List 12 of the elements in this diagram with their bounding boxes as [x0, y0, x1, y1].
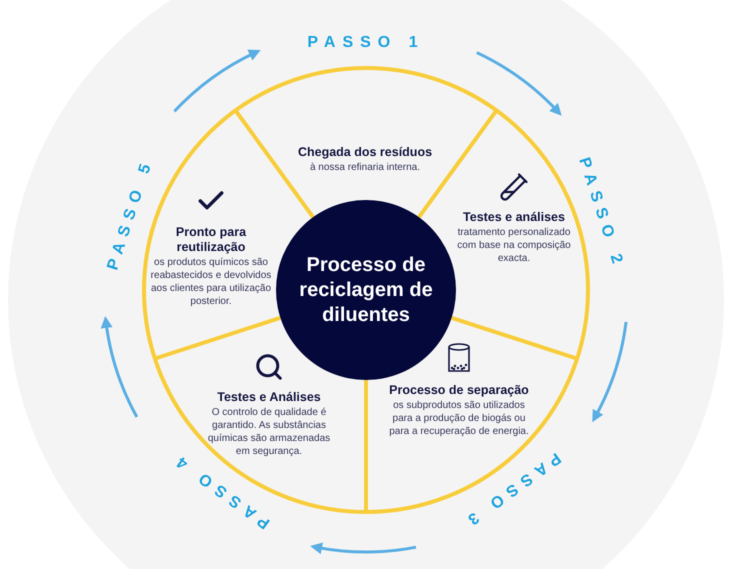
center-title: Processo de reciclagem de diluentes: [298, 252, 434, 328]
step-label: PASSO 1: [307, 34, 425, 52]
step-description: os subprodutos são utilizados para a produção de biogás ou para a recuperação de energia.: [388, 399, 530, 438]
step-heading: Testes e análises: [463, 210, 565, 225]
step-heading: Testes e Análises: [217, 390, 321, 405]
step-description: os produtos químicos são reabastecidos e devolvidos aos clientes para utilização posterior.: [150, 256, 272, 308]
step-description: O controlo de qualidade é garantido. As substâncias químicas são armazenadas em segurança.: [206, 406, 332, 458]
step-heading: Chegada dos resíduos: [298, 145, 432, 160]
step-heading: Pronto para reutilização: [174, 225, 248, 255]
step-description: à nossa refinaria interna.: [310, 161, 420, 174]
step-description: tratamento personalizado com base na composição exacta.: [456, 226, 572, 265]
step-heading: Processo de separação: [389, 383, 529, 398]
